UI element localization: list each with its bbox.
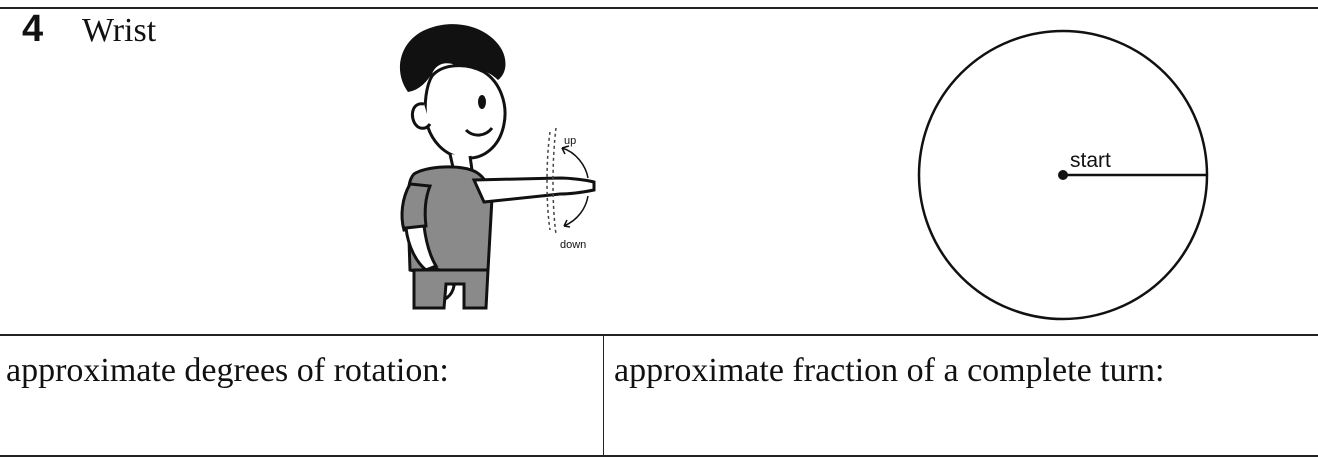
extended-arm-icon <box>474 178 594 202</box>
down-label: down <box>560 239 586 251</box>
center-dot <box>1058 170 1068 180</box>
fraction-prompt: approximate fraction of a complete turn: <box>614 352 1164 390</box>
degrees-prompt: approximate degrees of rotation: <box>6 352 449 390</box>
boy-wrist-illustration: up down <box>380 20 620 315</box>
problem-number: 4 <box>22 8 43 51</box>
face-icon <box>425 66 505 159</box>
column-divider <box>603 334 604 456</box>
rotation-circle-diagram: start <box>910 22 1216 328</box>
table-top-border <box>0 7 1318 9</box>
start-label: start <box>1070 149 1111 172</box>
fraction-answer-area[interactable] <box>612 395 1312 451</box>
row-divider <box>0 334 1318 336</box>
up-label: up <box>564 135 576 147</box>
problem-title: Wrist <box>82 12 156 50</box>
degrees-answer-area[interactable] <box>6 395 596 451</box>
